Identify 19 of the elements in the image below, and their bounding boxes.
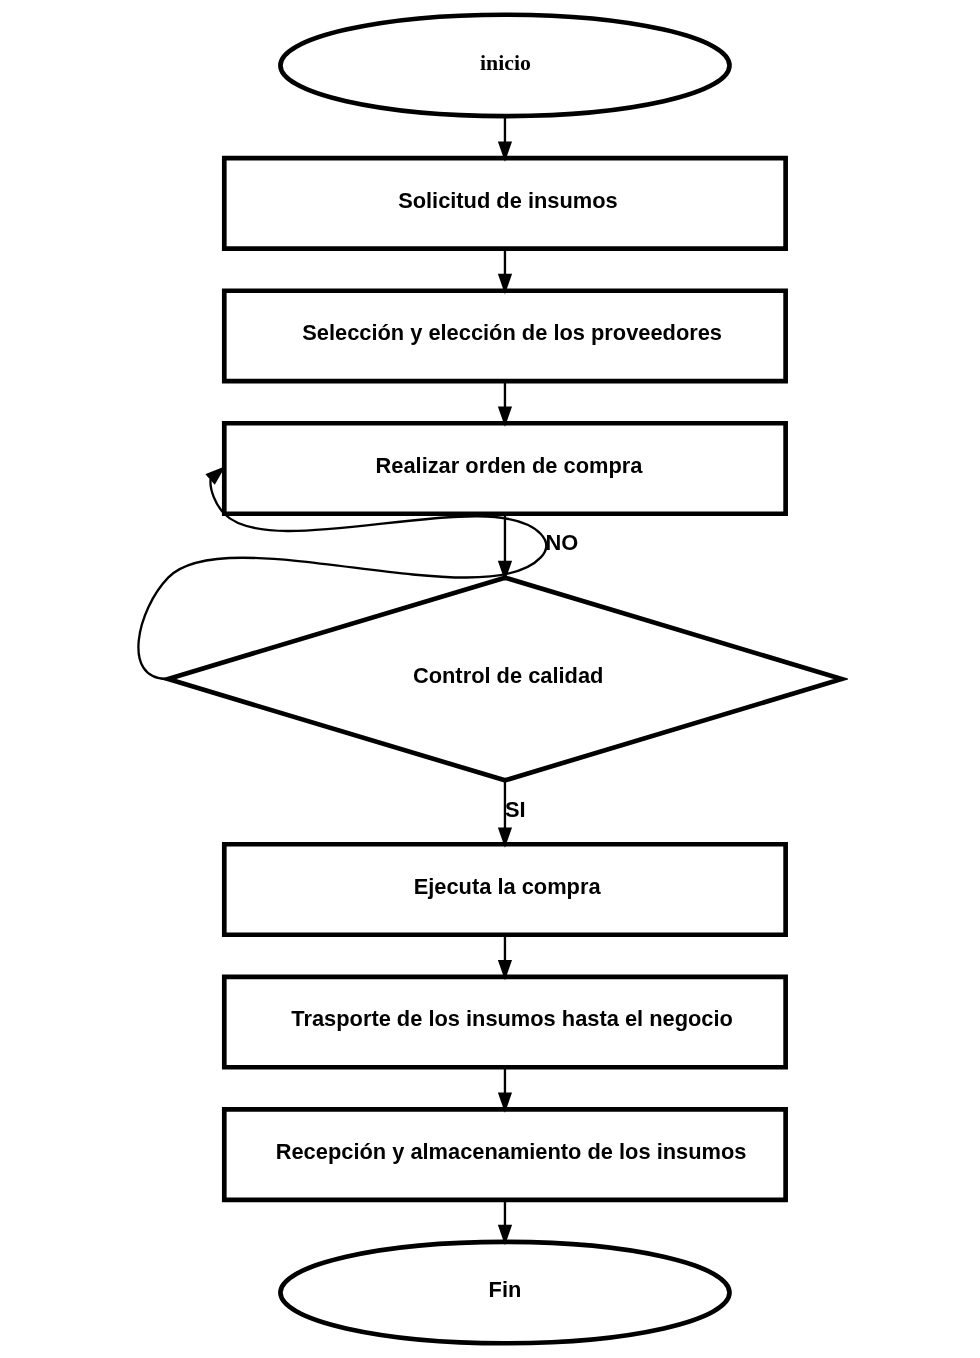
arrow [497, 116, 513, 162]
edge-label: NO [545, 529, 579, 555]
node-box: Realizar orden de compra [221, 420, 788, 517]
arrow [497, 780, 513, 848]
node-box: Trasporte de los insumos hasta el negocio [221, 974, 788, 1070]
node-box: Solicitud de insumos [221, 155, 788, 251]
arrow [497, 1200, 513, 1246]
edge-label: SI [504, 796, 526, 822]
arrow [497, 381, 513, 427]
arrow [497, 248, 513, 295]
arrow [497, 934, 513, 981]
node-box: Ejecuta la compra [221, 841, 788, 938]
arrow [137, 466, 548, 681]
arrow [497, 514, 513, 582]
arrow [497, 1067, 513, 1113]
node-box: Selección y elección de los proveedores [221, 288, 788, 384]
node-ellipse: inicio [278, 12, 732, 119]
node-ellipse: Fin [278, 1239, 732, 1346]
node-box: Recepción y almacenamiento de los insumos [221, 1107, 788, 1203]
